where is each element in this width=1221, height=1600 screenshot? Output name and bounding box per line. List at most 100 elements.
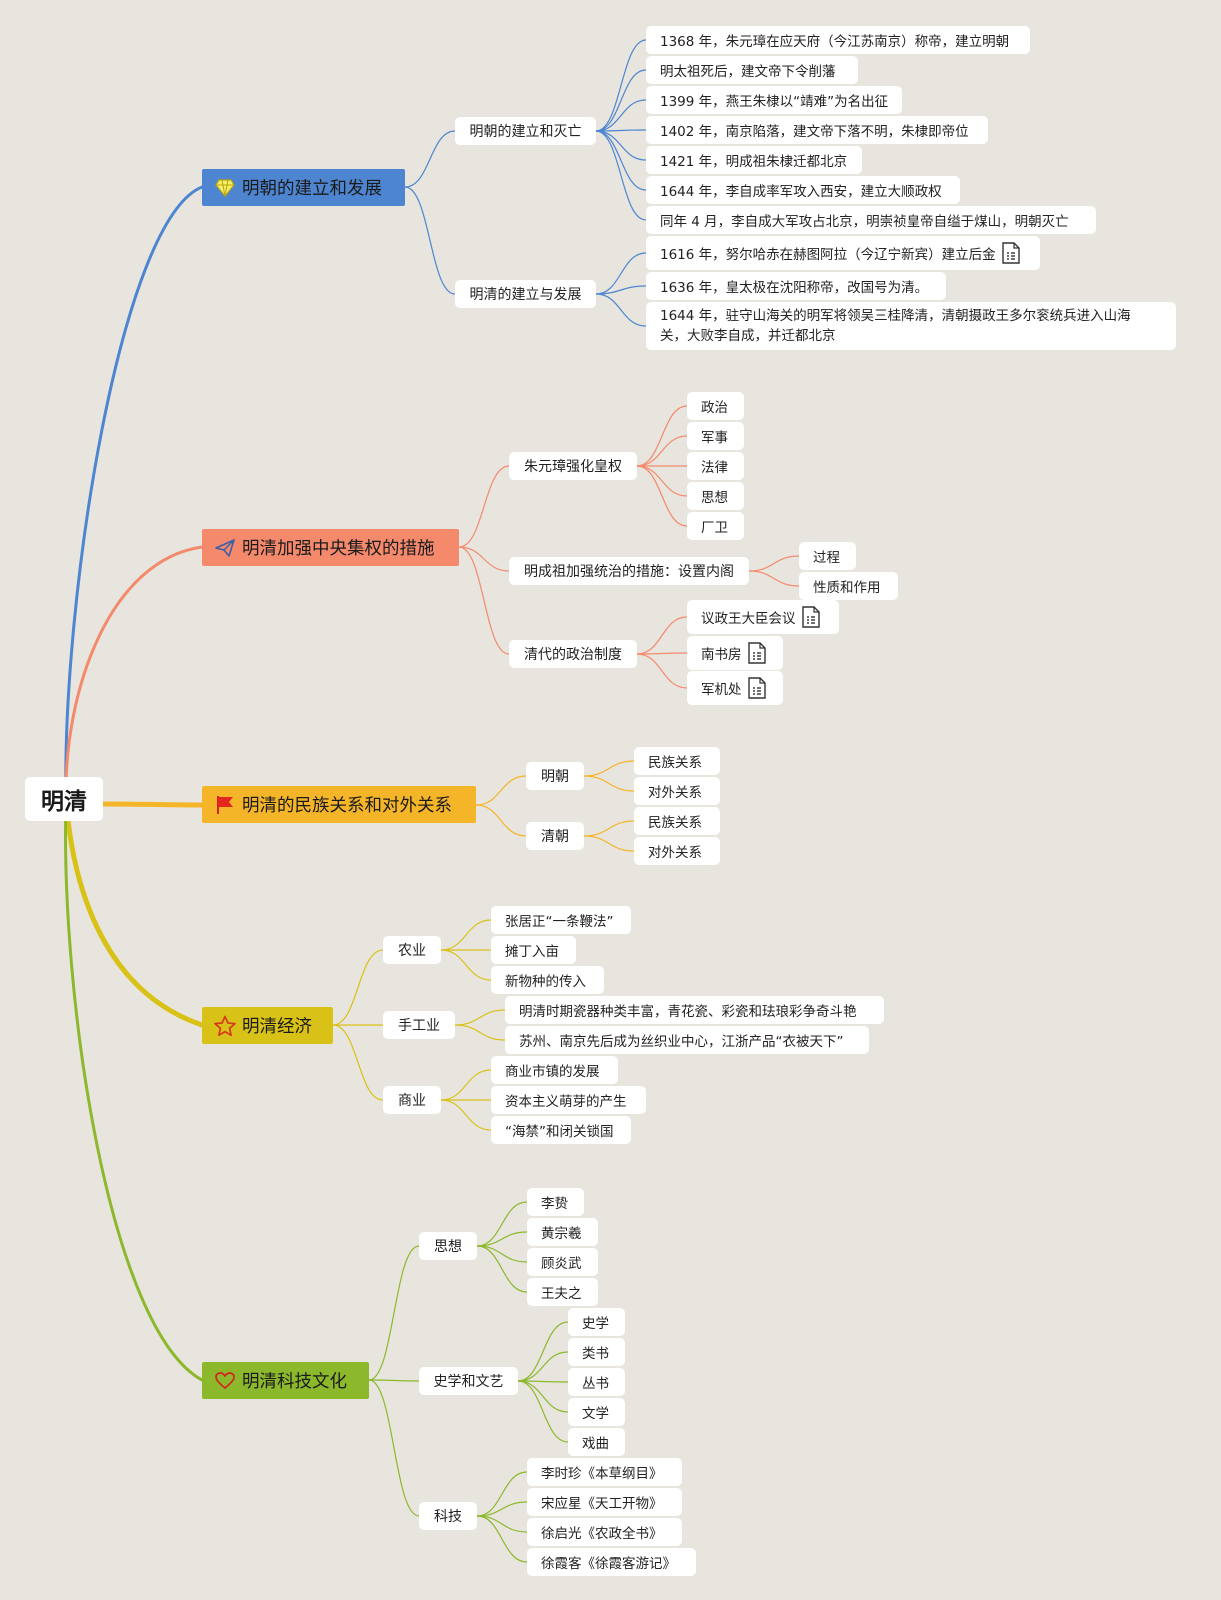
sub-neige[interactable]: 明成祖加强统治的措施：设置内阁 [509, 557, 749, 585]
leaf-falv[interactable]: 法律 [687, 452, 744, 480]
leaf-1399[interactable]: 1399 年，燕王朱棣以“靖难”为名出征 [646, 86, 902, 114]
edge-branch-4-sub-0 [368, 1245, 420, 1381]
leaf-1368[interactable]: 1368 年，朱元璋在应天府（今江苏南京）称帝，建立明朝 [646, 26, 1030, 54]
edge-sub-3-0-leaf-2 [440, 949, 492, 981]
edge-sub-3-2-leaf-0 [440, 1069, 492, 1101]
leaf-junjichu[interactable]: 军机处 [687, 671, 783, 705]
edge-sub-1-0-leaf-0 [636, 405, 688, 467]
leaf-yizheng[interactable]: 议政王大臣会议 [687, 600, 839, 634]
leaf-qing-duiwai[interactable]: 对外关系 [634, 837, 720, 865]
edge-sub-2-1-leaf-0 [583, 820, 635, 837]
leaf-nongzheng[interactable]: 徐启光《农政全书》 [527, 1518, 682, 1546]
sub-shougongye[interactable]: 手工业 [383, 1011, 455, 1039]
leaf-sixiang[interactable]: 思想 [687, 482, 744, 510]
leaf-guocheng[interactable]: 过程 [799, 542, 856, 570]
leaf-changwei[interactable]: 厂卫 [687, 512, 744, 540]
leaf-1402[interactable]: 1402 年，南京陷落，建文帝下落不明，朱棣即帝位 [646, 116, 988, 144]
leaf-yitiaobianfa[interactable]: 张居正“一条鞭法” [491, 906, 631, 934]
edge-sub-4-1-leaf-1 [517, 1351, 569, 1382]
document-icon[interactable] [801, 606, 820, 628]
leaf-xinwuzhong[interactable]: 新物种的传入 [491, 966, 604, 994]
sub-keji[interactable]: 科技 [419, 1502, 477, 1530]
leaf-ming-duiwai[interactable]: 对外关系 [634, 777, 720, 805]
branch-centralization[interactable]: 明清加强中央集权的措施 [202, 529, 459, 566]
leaf-1421[interactable]: 1421 年，明成祖朱棣迁都北京 [646, 146, 862, 174]
sub-nongye[interactable]: 农业 [383, 936, 441, 964]
leaf-guyanwu[interactable]: 顾炎武 [527, 1248, 598, 1276]
edge-sub-4-2-leaf-0 [476, 1471, 528, 1517]
sub-sixiang[interactable]: 思想 [419, 1232, 477, 1260]
leaf-shixue[interactable]: 史学 [568, 1308, 625, 1336]
leaf-bencao[interactable]: 李时珍《本草纲目》 [527, 1458, 682, 1486]
leaf-1644-qing[interactable]: 1644 年，驻守山海关的明军将领吴三桂降清，清朝摄政王多尔衮统兵进入山海关，大… [646, 302, 1176, 350]
leaf-junshi[interactable]: 军事 [687, 422, 744, 450]
leaf-xuefan[interactable]: 明太祖死后，建文帝下令削藩 [646, 56, 858, 84]
leaf-1636[interactable]: 1636 年，皇太极在沈阳称帝，改国号为清。 [646, 272, 946, 300]
edge-sub-1-2-leaf-1 [636, 652, 688, 655]
branch-ethnic-foreign-relations[interactable]: 明清的民族关系和对外关系 [202, 786, 476, 823]
leaf-haijin[interactable]: “海禁”和闭关锁国 [491, 1116, 631, 1144]
sub-shangye[interactable]: 商业 [383, 1086, 441, 1114]
edge-root-branch-3 [63, 796, 205, 1028]
edge-sub-4-1-leaf-0 [517, 1321, 569, 1382]
sub-zhu-yuanzhang[interactable]: 朱元璋强化皇权 [509, 452, 637, 480]
branch-label: 明朝的建立和发展 [242, 179, 382, 199]
leaf-leishu[interactable]: 类书 [568, 1338, 625, 1366]
edge-sub-1-1-leaf-1 [748, 570, 800, 587]
branch-label: 明清科技文化 [242, 1372, 347, 1392]
leaf-youji[interactable]: 徐霞客《徐霞客游记》 [527, 1548, 696, 1576]
leaf-wangfuzhi[interactable]: 王夫之 [527, 1278, 598, 1306]
leaf-zhengzhi[interactable]: 政治 [687, 392, 744, 420]
leaf-zibenzhuyi[interactable]: 资本主义萌芽的产生 [491, 1086, 646, 1114]
edge-branch-4-sub-2 [368, 1379, 420, 1517]
star-icon [214, 1015, 236, 1037]
leaf-ciqi[interactable]: 明清时期瓷器种类丰富，青花瓷、彩瓷和珐琅彩争奇斗艳 [505, 996, 884, 1024]
edge-sub-4-2-leaf-1 [476, 1501, 528, 1517]
leaf-tiangong[interactable]: 宋应星《天工开物》 [527, 1488, 682, 1516]
edge-sub-1-2-leaf-2 [636, 653, 688, 689]
leaf-tanding[interactable]: 摊丁入亩 [491, 936, 576, 964]
sub-shixue-wenyi[interactable]: 史学和文艺 [419, 1367, 518, 1395]
branch-label: 明清加强中央集权的措施 [242, 539, 435, 559]
edge-branch-4-sub-1 [368, 1379, 420, 1382]
sub-mingchao[interactable]: 明朝 [526, 762, 584, 790]
root-topic[interactable]: 明清 [25, 777, 103, 821]
sub-ming-rise-fall[interactable]: 明朝的建立和灭亡 [455, 117, 596, 145]
sub-qingchao[interactable]: 清朝 [526, 822, 584, 850]
leaf-nanshufang[interactable]: 南书房 [687, 636, 783, 670]
leaf-shizhen[interactable]: 商业市镇的发展 [491, 1056, 618, 1084]
document-icon[interactable] [1001, 242, 1020, 264]
leaf-ming-minzu[interactable]: 民族关系 [634, 747, 720, 775]
leaf-1644-beijing[interactable]: 同年 4 月，李自成大军攻占北京，明崇祯皇帝自缢于煤山，明朝灭亡 [646, 206, 1096, 234]
leaf-1644-xian[interactable]: 1644 年，李自成率军攻入西安，建立大顺政权 [646, 176, 960, 204]
edge-sub-1-2-leaf-0 [636, 616, 688, 655]
heart-icon [214, 1370, 236, 1392]
leaf-wenxue[interactable]: 文学 [568, 1398, 625, 1426]
leaf-1616[interactable]: 1616 年，努尔哈赤在赫图阿拉（今辽宁新宾）建立后金 [646, 236, 1040, 270]
leaf-qing-minzu[interactable]: 民族关系 [634, 807, 720, 835]
edge-root-branch-2 [100, 801, 205, 808]
branch-ming-founding-development[interactable]: 明朝的建立和发展 [202, 169, 405, 206]
edge-sub-0-1-leaf-0 [595, 252, 647, 295]
edge-root-branch-1 [64, 545, 204, 801]
branch-economy[interactable]: 明清经济 [202, 1007, 333, 1044]
document-icon[interactable] [747, 677, 766, 699]
leaf-text: 1616 年，努尔哈赤在赫图阿拉（今辽宁新宾）建立后金 [660, 247, 996, 263]
document-icon[interactable] [747, 642, 766, 664]
edge-sub-4-2-leaf-3 [476, 1515, 528, 1563]
leaf-huangzongxi[interactable]: 黄宗羲 [527, 1218, 598, 1246]
edge-sub-0-0-leaf-4 [595, 130, 647, 161]
leaf-congshu[interactable]: 丛书 [568, 1368, 625, 1396]
sub-ming-qing-rise[interactable]: 明清的建立与发展 [455, 280, 596, 308]
edge-sub-2-0-leaf-1 [583, 775, 635, 792]
leaf-xiqu[interactable]: 戏曲 [568, 1428, 625, 1456]
branch-science-culture[interactable]: 明清科技文化 [202, 1362, 369, 1399]
leaf-xingzhi[interactable]: 性质和作用 [799, 572, 898, 600]
edge-sub-2-0-leaf-0 [583, 760, 635, 777]
leaf-sizhi[interactable]: 苏州、南京先后成为丝织业中心，江浙产品“衣被天下” [505, 1026, 869, 1054]
edge-sub-4-1-leaf-3 [517, 1380, 569, 1413]
edge-sub-1-1-leaf-0 [748, 555, 800, 572]
leaf-lizhi[interactable]: 李贽 [527, 1188, 584, 1216]
sub-qing-politics[interactable]: 清代的政治制度 [509, 640, 637, 668]
